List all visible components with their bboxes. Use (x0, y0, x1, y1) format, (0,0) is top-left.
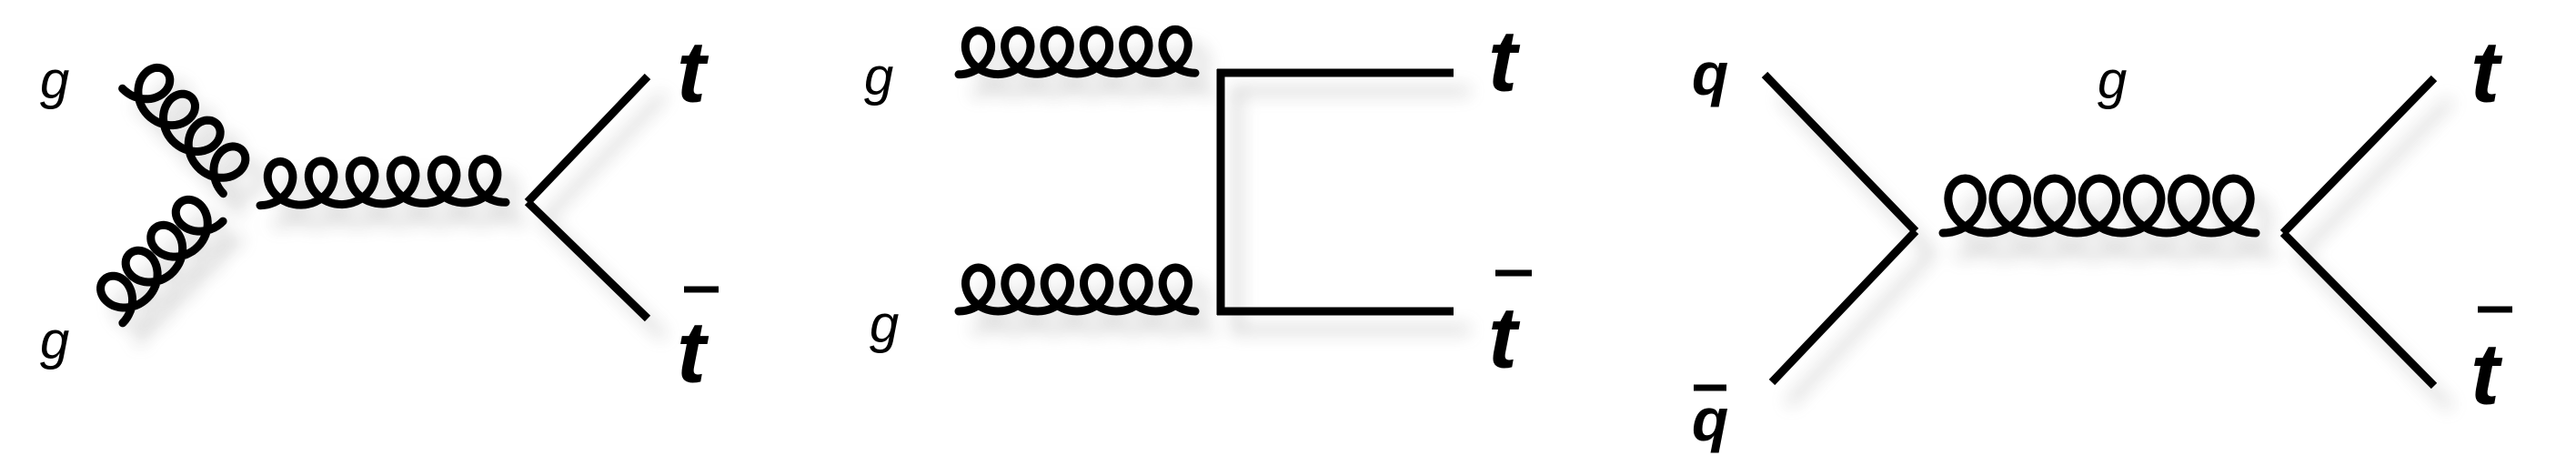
line-shadow (2296, 96, 2454, 258)
label-gluon-in-bottom: g (870, 295, 899, 354)
gluon-in-bottom (954, 263, 1200, 316)
svg-text:t: t (677, 304, 709, 401)
line-shadow (1785, 249, 1936, 408)
gluon-propagator (1938, 174, 2260, 238)
label-top-out: t (1488, 13, 1521, 110)
top-quark-line (2279, 75, 2438, 237)
gluon-in-top (118, 63, 250, 198)
label-quark-in: q (1692, 40, 1728, 107)
line-shadow (540, 91, 668, 224)
label-antitop-out: t (2470, 306, 2512, 423)
antiquark-in-line (1768, 228, 1919, 386)
top-quark-line (524, 73, 651, 206)
antitop-quark-line (2279, 229, 2438, 390)
label-antiquark-in: q (1692, 384, 1728, 453)
label-antitop-out: t (1488, 269, 1532, 387)
gluon-in-top-shadow (971, 43, 1216, 97)
label-top-out: t (2470, 24, 2503, 121)
diagram-gg-s-channel: g g t t (40, 24, 719, 401)
svg-text:t: t (2470, 326, 2503, 423)
diagram-gg-t-channel: g g t t (864, 13, 1532, 387)
quark-in-line (1761, 71, 1919, 235)
gluon-propagator-shadow (272, 173, 527, 228)
label-top-out: t (677, 24, 709, 121)
gluon-propagator (256, 155, 510, 210)
label-antitop-out: t (677, 286, 719, 401)
svg-text:q: q (1692, 386, 1728, 453)
label-gluon-in-top: g (40, 51, 69, 110)
label-gluon-propagator: g (2098, 51, 2127, 110)
gluon-in-bottom-shadow (971, 281, 1216, 334)
gluon-in-bottom (96, 195, 227, 328)
gluon-in-bottom-shadow (113, 213, 244, 346)
gluon-in-top (954, 25, 1200, 79)
antitop-quark-line (524, 198, 651, 322)
label-gluon-in-top: g (864, 47, 893, 106)
label-gluon-in-bottom: g (40, 311, 69, 370)
svg-text:t: t (1488, 289, 1521, 387)
diagram-qqbar-s-channel: q q g t t (1692, 24, 2512, 453)
